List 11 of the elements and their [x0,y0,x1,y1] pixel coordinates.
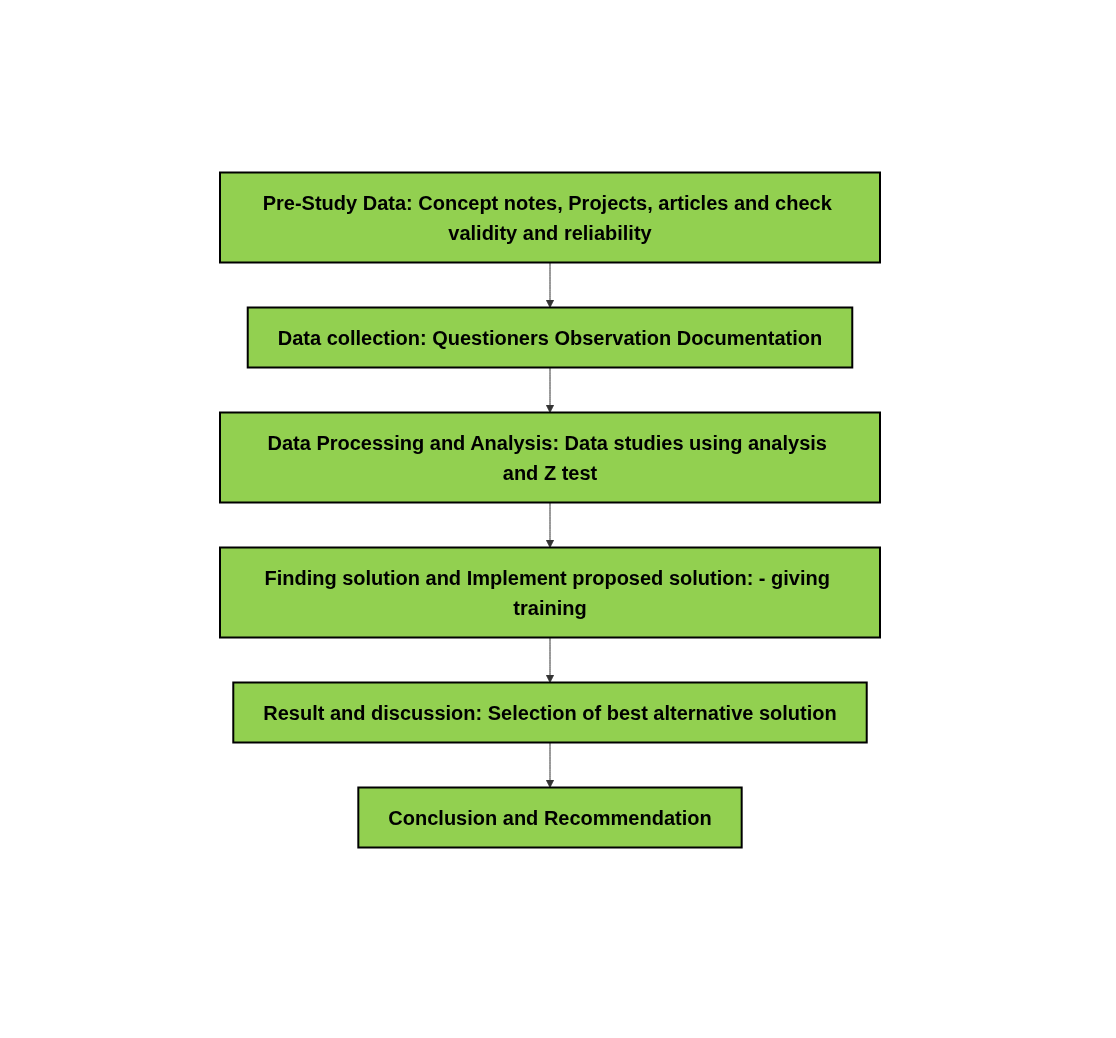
node-box: Pre-Study Data: Concept notes, Projects, articles and check validity and reliability [219,171,881,264]
arrow [545,502,555,548]
arrow [545,367,555,413]
node-box: Conclusion and Recommendation [357,786,743,849]
node-box: Finding solution and Implement proposed solution: - giving training [219,546,881,639]
node-box: Data Processing and Analysis: Data studies using analysis and Z test [219,411,881,504]
node-box: Data collection: Questioners Observation Documentation [246,306,854,369]
arrow [545,262,555,308]
arrow [545,637,555,683]
arrow [545,742,555,788]
node-box: Result and discussion: Selection of best alternative solution [232,681,868,744]
